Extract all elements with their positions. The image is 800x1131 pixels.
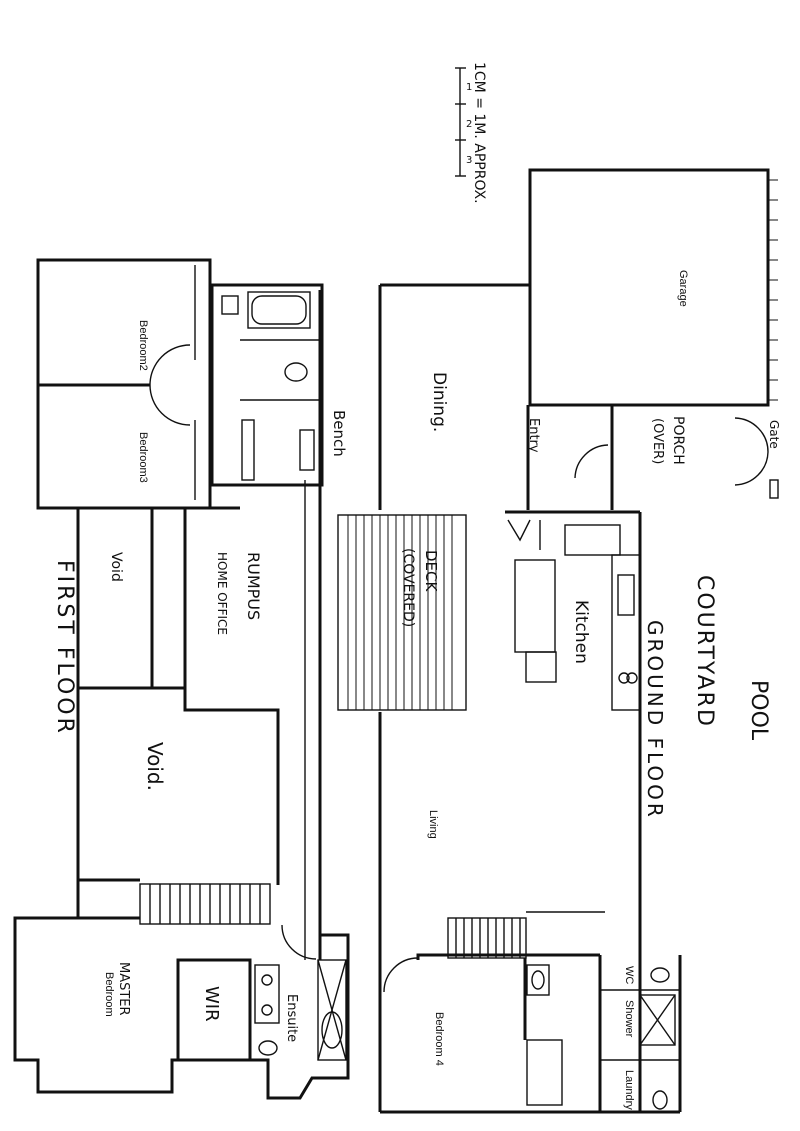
- scale-tick-1: 1: [466, 82, 472, 93]
- master-label: MASTER: [116, 962, 131, 1016]
- porch-label: PORCH: [670, 416, 686, 465]
- courtyard-label: COURTYARD: [692, 575, 717, 728]
- pool-label: POOL: [746, 680, 771, 741]
- scale-bar: 1CM = 1M. APPROX. 1 2 3: [455, 62, 487, 204]
- shower-label: Shower: [623, 1000, 635, 1038]
- scale-tick-3: 3: [466, 155, 472, 166]
- porch-note: (OVER): [650, 418, 665, 464]
- void-small-walls: [76, 506, 154, 690]
- first-floor-stair-treads: [149, 884, 261, 924]
- home-office-label: HOME OFFICE: [215, 552, 229, 635]
- deck-outline: [337, 514, 467, 711]
- gate-label: Gate: [767, 420, 781, 449]
- first-floor-plan: [13, 258, 350, 1100]
- void-large-label: Void.: [143, 742, 167, 791]
- ground-floor-plan: [337, 168, 779, 1114]
- void-small-label: Void: [108, 552, 124, 582]
- living-label: Living: [427, 810, 439, 839]
- scale-text: 1CM = 1M. APPROX.: [471, 62, 487, 204]
- first-floor-heading: FIRST FLOOR: [52, 560, 77, 736]
- bench-label: Bench: [330, 410, 348, 457]
- bedroom4-label: Bedroom 4: [433, 1012, 445, 1066]
- garage-walls: [528, 168, 770, 407]
- kitchen-label: Kitchen: [571, 600, 591, 664]
- deck-note: (COVERED): [400, 548, 416, 627]
- ground-floor-stair-treads: [455, 918, 521, 958]
- wc-label: WC: [623, 966, 635, 984]
- scale-tick-2: 2: [466, 119, 472, 130]
- master-bedroom-label: Bedroom: [103, 972, 115, 1017]
- garage-label: Garage: [677, 270, 689, 307]
- entry-label: Entry: [526, 418, 541, 453]
- bedroom2-label: Bedroom2: [137, 320, 149, 371]
- wir-label: WIR: [201, 986, 222, 1022]
- bedroom3-label: Bedroom3: [137, 432, 149, 483]
- ensuite-label: Ensuite: [284, 994, 299, 1042]
- rumpus-label: RUMPUS: [244, 552, 263, 620]
- ground-floor-heading: GROUND FLOOR: [643, 620, 667, 820]
- dining-label: Dining.: [429, 372, 449, 432]
- garage-door-hatch: [768, 179, 778, 401]
- deck-boards: [347, 515, 453, 710]
- deck-label: DECK: [422, 550, 440, 593]
- laundry-label: Laundry: [623, 1070, 635, 1110]
